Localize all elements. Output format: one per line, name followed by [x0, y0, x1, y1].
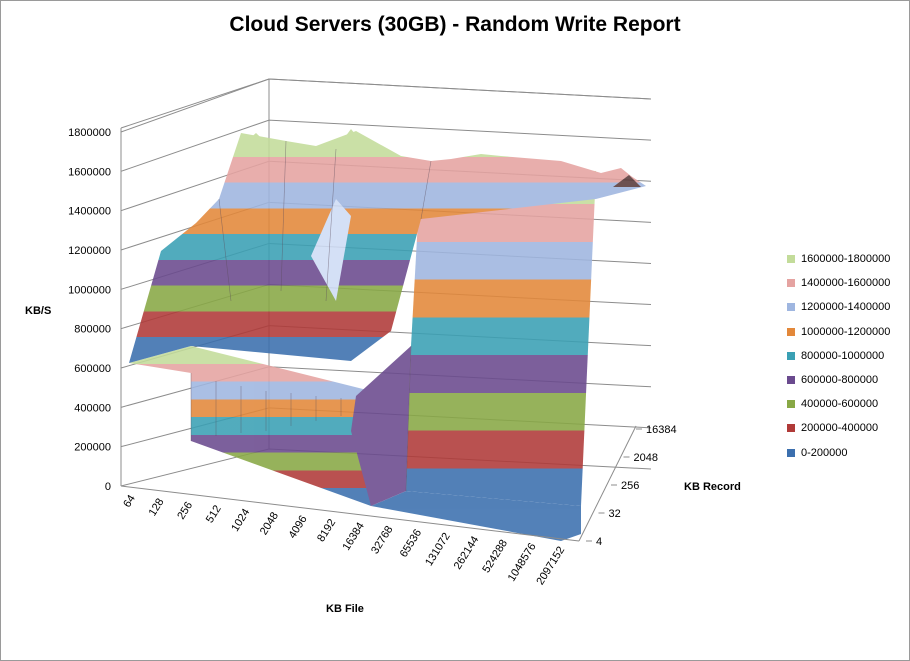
- legend-label: 1000000-1200000: [801, 325, 891, 338]
- y-axis-line: [578, 425, 637, 542]
- x-tick-label: 16384: [340, 520, 366, 552]
- z-tick-label: 200000: [74, 442, 111, 454]
- x-axis-line: [120, 485, 580, 542]
- legend-item: 400000-600000: [787, 392, 890, 416]
- peak-highlight-4: [613, 175, 641, 187]
- x-tick-label: 262144: [452, 534, 482, 571]
- z-tick-label: 800000: [74, 324, 111, 336]
- legend-swatch: [787, 448, 795, 457]
- legend-label: 600000-800000: [801, 374, 879, 387]
- z-axis-ticks: 0 200000 400000 600000 800000 1000000 1200000 1…: [68, 127, 111, 493]
- legend-item: 1200000-1400000: [787, 295, 890, 319]
- legend-swatch: [787, 303, 795, 312]
- x-tick-label: 2048: [258, 510, 281, 537]
- floor-edges: [120, 425, 637, 542]
- chart-title: Cloud Servers (30GB) - Random Write Repo…: [229, 13, 681, 36]
- legend-swatch: [787, 255, 795, 264]
- legend-item: 600000-800000: [787, 368, 890, 392]
- z-tick-label: 600000: [74, 363, 111, 375]
- x-tick-label: 1048576: [506, 541, 539, 584]
- legend-swatch: [787, 424, 795, 433]
- legend-label: 1600000-1800000: [801, 253, 891, 266]
- surface-top-peaks: [129, 131, 646, 363]
- peak-highlight-3: [311, 199, 351, 301]
- y-axis-ticks: 4 32 256 2048 16384: [586, 424, 677, 548]
- x-tick-label: 512: [204, 503, 224, 525]
- z-tick-label: 1800000: [68, 127, 111, 139]
- x-tick-label: 256: [175, 500, 195, 522]
- z-tick-label: 1200000: [68, 245, 111, 257]
- legend-label: 200000-400000: [801, 422, 879, 435]
- x-tick-label: 2097152: [534, 545, 567, 588]
- legend-swatch: [787, 351, 795, 360]
- legend-item: 1000000-1200000: [787, 320, 890, 344]
- y-tick-label: 32: [609, 508, 621, 520]
- x-tick-label: 524288: [480, 538, 510, 575]
- legend-item: 1600000-1800000: [787, 247, 890, 271]
- x-tick-label: 128: [147, 496, 167, 518]
- y-axis-title: KB Record: [684, 481, 741, 493]
- z-tick-label: 1600000: [68, 166, 111, 178]
- z-tick-label: 0: [105, 481, 111, 493]
- y-tick-label: 2048: [634, 452, 658, 464]
- x-tick-label: 64: [121, 493, 138, 510]
- x-tick-label: 8192: [315, 517, 338, 544]
- legend-item: 0-200000: [787, 441, 890, 465]
- legend-item: 200000-400000: [787, 416, 890, 440]
- x-tick-label: 131072: [423, 531, 453, 568]
- surface-facets: [190, 140, 432, 492]
- legend-label: 800000-1000000: [801, 349, 885, 362]
- peak-highlight-2: [336, 129, 369, 151]
- peak-highlight-1: [236, 133, 273, 151]
- x-tick-label: 65536: [398, 527, 424, 559]
- x-tick-label: 4096: [286, 514, 309, 541]
- chart-legend: 1600000-1800000 1400000-1600000 1200000-14…: [787, 247, 890, 465]
- surface: [129, 129, 646, 541]
- legend-item: 1400000-1600000: [787, 271, 890, 295]
- legend-swatch: [787, 279, 795, 288]
- z-gridline: [120, 119, 652, 172]
- x-axis-title: KB File: [326, 603, 364, 615]
- y-tick-label: 16384: [646, 424, 677, 436]
- x-tick-label: 1024: [229, 507, 252, 534]
- legend-label: 0-200000: [801, 446, 848, 459]
- x-tick-label: 32768: [369, 524, 395, 556]
- legend-swatch: [787, 327, 795, 336]
- surface-large-file-front: [371, 491, 581, 541]
- y-tick-label: 4: [596, 536, 602, 548]
- z-tick-label: 400000: [74, 402, 111, 414]
- y-tick-label: 256: [621, 480, 639, 492]
- surface-cliff: [351, 346, 411, 506]
- z-axis-title: KB/S: [25, 305, 51, 317]
- z-gridline: [120, 78, 652, 133]
- legend-label: 1400000-1600000: [801, 277, 891, 290]
- legend-label: 400000-600000: [801, 398, 879, 411]
- surface-right-wall: [406, 166, 596, 506]
- z-tick-label: 1000000: [68, 284, 111, 296]
- legend-item: 800000-1000000: [787, 344, 890, 368]
- legend-swatch: [787, 400, 795, 409]
- surface-small-file-front: [129, 346, 371, 506]
- legend-label: 1200000-1400000: [801, 301, 891, 314]
- z-tick-label: 1400000: [68, 206, 111, 218]
- legend-swatch: [787, 376, 795, 385]
